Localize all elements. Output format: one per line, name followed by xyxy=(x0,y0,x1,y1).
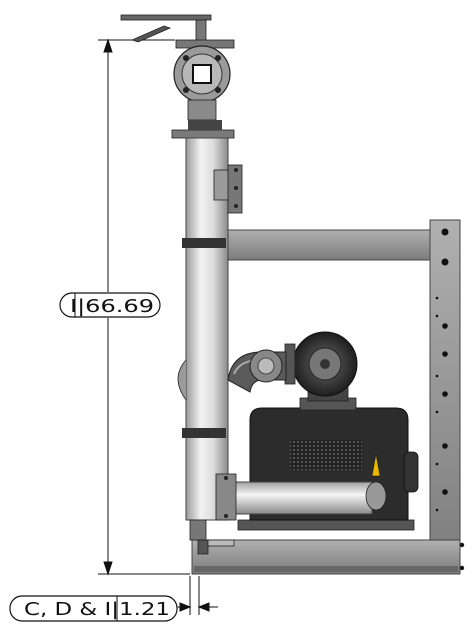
valve-stem xyxy=(195,19,207,43)
silencer-pipe xyxy=(215,473,387,521)
frame-base-shadow xyxy=(194,566,458,572)
motor-base-plate xyxy=(237,519,415,531)
pipe-clamp-lower xyxy=(182,428,226,438)
pipe-clamp-upper xyxy=(182,238,226,248)
skid-frame xyxy=(191,219,465,575)
vertical-pipe xyxy=(177,137,243,555)
elbow-hose xyxy=(227,349,287,393)
valve-lever xyxy=(130,25,172,43)
top-valve xyxy=(120,14,235,139)
valve-handle xyxy=(120,14,212,21)
height-label-box: I|66.69 xyxy=(59,292,161,318)
valve-square xyxy=(192,64,212,84)
arrow-down xyxy=(103,561,113,576)
frame-right-post xyxy=(429,219,461,575)
motor-vent xyxy=(290,440,362,470)
height-dimension xyxy=(98,38,190,576)
offset-label: C, D & I|1.21 xyxy=(24,599,170,620)
offset-label-box: C, D & I|1.21 xyxy=(9,595,178,622)
arrow-right xyxy=(179,602,192,612)
offset-dimension xyxy=(170,576,218,615)
arrow-left xyxy=(197,602,210,612)
frame-holes xyxy=(435,228,465,571)
height-label: I|66.69 xyxy=(70,296,154,317)
frame-top-rail xyxy=(223,229,435,261)
pipe-top-flange xyxy=(171,129,235,139)
arrow-up xyxy=(103,38,113,53)
